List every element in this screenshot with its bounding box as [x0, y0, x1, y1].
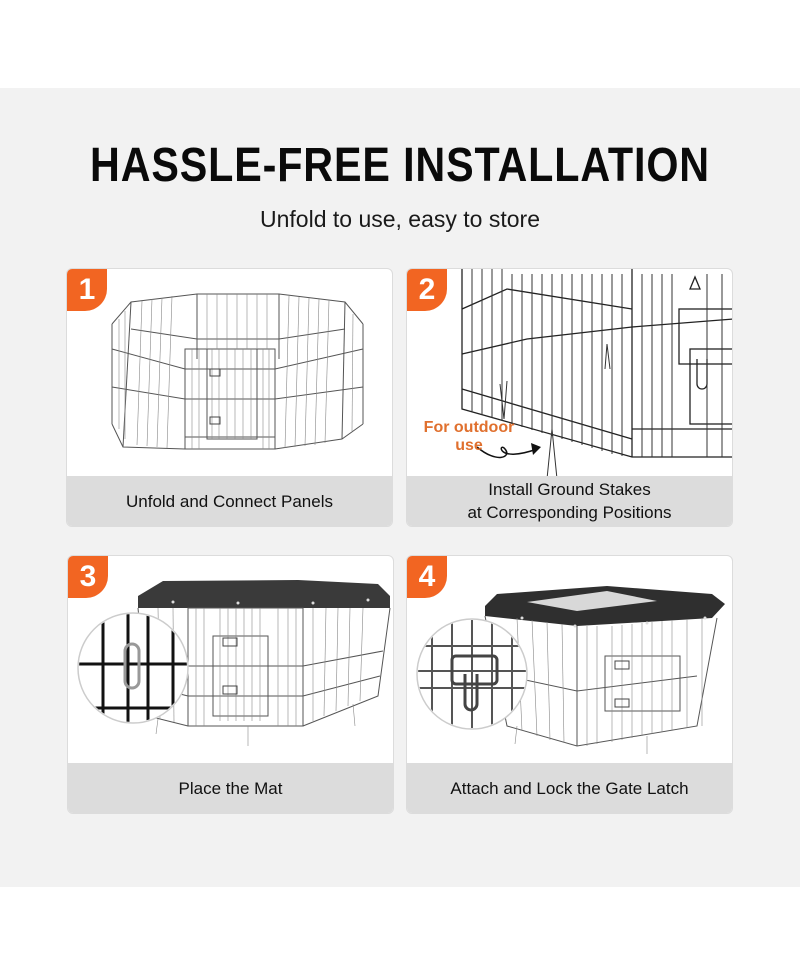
step-badge: 3: [68, 556, 108, 598]
step-caption: Unfold and Connect Panels: [67, 476, 392, 526]
ground-stake-icon: For outdoor use: [407, 269, 732, 478]
page-subtitle: Unfold to use, easy to store: [260, 206, 540, 232]
step-card-4: 4: [406, 555, 733, 814]
step-badge: 1: [67, 269, 107, 311]
outdoor-annotation: For outdoor use: [423, 419, 515, 454]
playpen-with-mat-icon: [68, 556, 393, 765]
step-card-3: 3: [67, 555, 394, 814]
page-title: HASSLE-FREE INSTALLATION: [90, 139, 710, 192]
step-card-2: 2: [406, 268, 733, 527]
step-badge: 4: [407, 556, 447, 598]
step-caption: Attach and Lock the Gate Latch: [407, 763, 732, 813]
gate-latch-icon: [407, 556, 732, 765]
step-card-1: 1: [66, 268, 393, 527]
step-badge: 2: [407, 269, 447, 311]
step-caption: Place the Mat: [68, 763, 393, 813]
step-caption: Install Ground Stakes at Corresponding P…: [407, 476, 732, 526]
playpen-wire-icon: [67, 269, 392, 478]
